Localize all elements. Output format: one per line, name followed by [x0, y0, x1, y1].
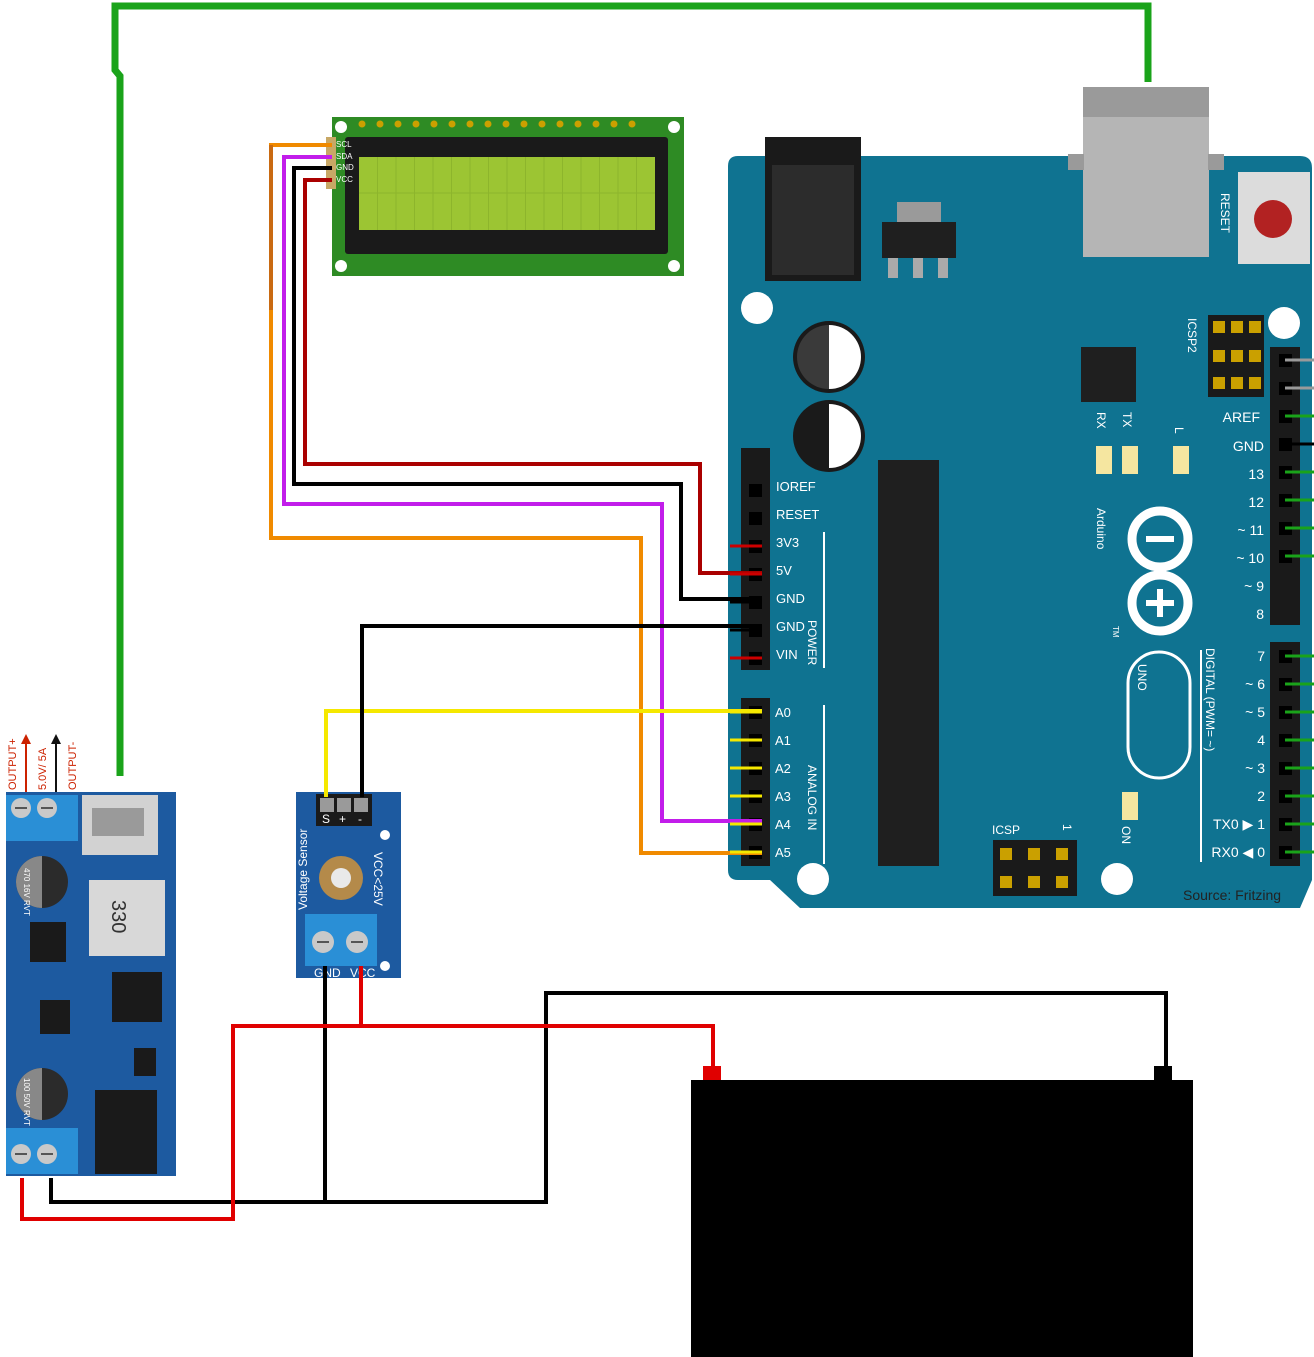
on-label: ON	[1119, 826, 1133, 844]
uno-badge	[1126, 650, 1192, 780]
digital-pin-label: ~ 3	[1245, 760, 1265, 776]
digital-pin-label: ~ 5	[1245, 704, 1265, 720]
analog-header-label: ANALOG IN	[805, 765, 819, 830]
digital-pin-label: 4	[1257, 732, 1265, 748]
icsp-pin-one: 1	[1060, 824, 1074, 831]
power-pin-label: RESET	[776, 507, 819, 522]
wire-usb-power	[111, 2, 1152, 776]
analog-pin-label: A3	[775, 789, 791, 804]
lcd-1602-display: SCL SDA GND VCC	[326, 117, 684, 276]
wire-sensor-a0	[324, 709, 762, 797]
buck-converter-module: 330 470 16V RVT 100 50V RVT OUTPUT+ 5.0V…	[6, 734, 176, 1176]
battery-negative-terminal	[1154, 1066, 1172, 1080]
digital-header-label: DIGITAL (PWM= ~)	[1203, 648, 1217, 751]
wires	[20, 2, 1168, 1221]
buck-output-spec: 5.0V/ 5A	[37, 747, 49, 790]
digital-pin-label: 8	[1256, 606, 1264, 622]
digital-pin-label: TX0 ▶ 1	[1213, 816, 1265, 832]
wire-sensor-gnd	[360, 624, 762, 797]
voltage-sensor-module: S + - Voltage Sensor VCC<25V GND VCC	[296, 792, 401, 980]
wire-battery-negative	[49, 991, 1168, 1204]
lcd-pin-sda: SDA	[336, 152, 353, 161]
power-pin-label: IOREF	[776, 479, 816, 494]
tx-led	[1122, 446, 1138, 474]
power-socket	[749, 512, 762, 525]
digital-pin-label: 12	[1248, 494, 1264, 510]
buck-output-minus: OUTPUT-	[67, 741, 79, 790]
on-led	[1122, 792, 1138, 820]
tx-label: TX	[1120, 412, 1134, 427]
reset-label: RESET	[1218, 193, 1232, 234]
digital-pin-label: 7	[1257, 648, 1265, 664]
digital-pin-label: GND	[1233, 438, 1264, 454]
sensor-screw-terminal	[305, 914, 377, 966]
uno-label: UNO	[1135, 664, 1149, 691]
sensor-pin-plus: +	[339, 812, 346, 826]
icsp-header	[993, 840, 1077, 896]
buck-cap2-label: 100 50V RVT	[22, 1078, 31, 1126]
digital-pin-label: 13	[1248, 466, 1264, 482]
l-led	[1173, 446, 1189, 474]
atmega-chip	[878, 460, 939, 866]
rx-label: RX	[1094, 412, 1108, 429]
power-pin-label: VIN	[776, 647, 798, 662]
icsp2-label: ICSP2	[1185, 318, 1199, 353]
digital-pin-label: ~ 9	[1244, 578, 1264, 594]
reset-button[interactable]	[1238, 172, 1310, 264]
wire-buck-input-positive	[20, 1024, 361, 1221]
buck-cap1-label: 470 16V RVT	[22, 868, 31, 916]
analog-header	[741, 698, 770, 866]
sensor-rating: VCC<25V	[371, 852, 385, 906]
power-pin-label: GND	[776, 591, 805, 606]
capacitor-1	[793, 321, 865, 393]
digital-pin-label: AREF	[1223, 409, 1260, 425]
lcd-pin-gnd: GND	[336, 163, 354, 172]
inductor-label: 330	[107, 900, 129, 933]
power-pin-label: 3V3	[776, 535, 799, 550]
icsp2-header	[1208, 315, 1264, 397]
wire-lcd-vcc	[303, 178, 762, 575]
analog-pin-label: A5	[775, 845, 791, 860]
usb-chip	[1081, 347, 1136, 402]
voltage-regulator	[882, 222, 956, 258]
power-pin-label: GND	[776, 619, 805, 634]
battery	[691, 1066, 1193, 1357]
lcd-pin-vcc: VCC	[336, 175, 353, 184]
digital-pin-label: ~ 6	[1245, 676, 1265, 692]
digital-pin-label: 2	[1257, 788, 1265, 804]
lcd-pin-scl: SCL	[336, 140, 352, 149]
l-label: L	[1172, 427, 1186, 434]
battery-positive-terminal	[703, 1066, 721, 1080]
wire-scl-a5	[269, 143, 762, 855]
digital-pin-label: ~ 10	[1236, 550, 1264, 566]
wire-lcd-gnd	[292, 166, 762, 601]
sensor-terminal-gnd: GND	[314, 966, 341, 980]
wire-sensor-vcc	[359, 966, 715, 1068]
arduino-uno-board: RESET ICSP2 RX TX L Arduino TM UNO ON	[728, 87, 1312, 908]
arduino-brand: Arduino	[1094, 508, 1108, 550]
wire-sda-a4	[282, 155, 762, 823]
tm-mark: TM	[1111, 626, 1120, 638]
sensor-pin-minus: -	[358, 812, 362, 826]
source-credit: Source: Fritzing	[1183, 887, 1281, 903]
buck-output-plus: OUTPUT+	[7, 738, 19, 790]
analog-pin-label: A4	[775, 817, 791, 832]
icsp-label: ICSP	[992, 823, 1020, 837]
arduino-infinity-logo	[1127, 506, 1193, 636]
digital-header-low	[1270, 642, 1300, 866]
analog-pin-label: A2	[775, 761, 791, 776]
capacitor-2	[793, 400, 865, 472]
power-socket	[749, 484, 762, 497]
power-pin-label: 5V	[776, 563, 792, 578]
rx-led	[1096, 446, 1112, 474]
digital-pin-label: RX0 ◀ 0	[1211, 844, 1265, 860]
sensor-title: Voltage Sensor	[296, 829, 310, 910]
analog-pin-label: A0	[775, 705, 791, 720]
sensor-pin-s: S	[322, 812, 330, 826]
power-header-label: POWER	[805, 620, 819, 666]
digital-pin-label: ~ 11	[1237, 522, 1264, 538]
analog-pin-label: A1	[775, 733, 791, 748]
